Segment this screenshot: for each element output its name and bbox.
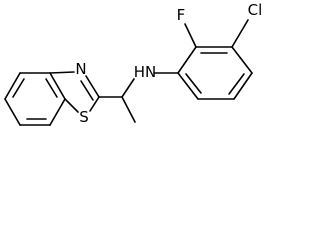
benzothiazole-benzene-ring — [4, 72, 66, 126]
structure-diagram: N S HN F Cl — [4, 1, 263, 126]
amine-label: HN — [134, 63, 157, 81]
atom-label-cl: Cl — [248, 1, 263, 19]
ethylamine-linker — [98, 72, 179, 123]
chlorofluorophenyl-ring — [177, 19, 253, 100]
sulfur-label: S — [79, 108, 89, 126]
atom-label-n-ring: N — [75, 60, 86, 78]
atom-label-s: S — [79, 108, 89, 126]
fluorine-label: F — [177, 6, 186, 24]
thiazole-ring — [49, 71, 100, 113]
atom-label-f: F — [177, 6, 186, 24]
nitrogen-label: N — [75, 60, 86, 78]
atom-label-hn: HN — [134, 63, 157, 81]
chlorine-label: Cl — [248, 1, 263, 19]
